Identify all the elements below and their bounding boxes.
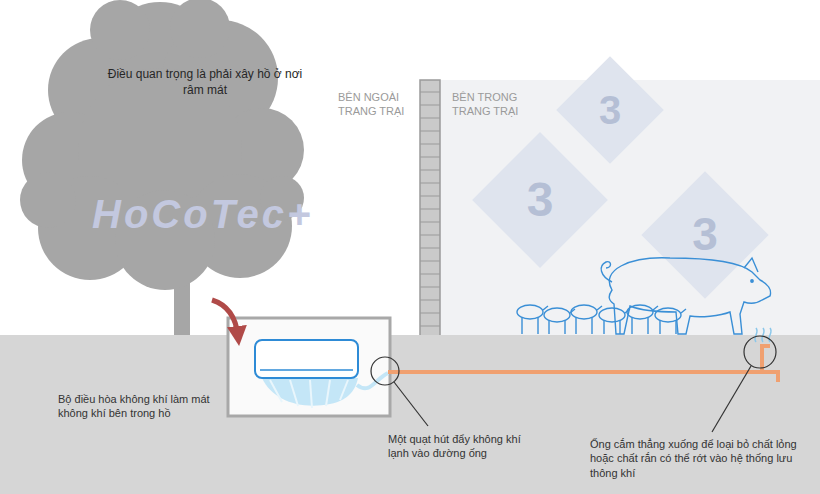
region-label: BÊN TRONG TRANG TRẠI — [452, 90, 526, 119]
ground — [0, 335, 820, 494]
farm-wall — [420, 80, 440, 336]
air-wisps — [755, 328, 771, 342]
note-text: Điều quan trọng là phải xây hồ ở nơi râm… — [104, 66, 306, 98]
shade-arrow — [212, 300, 238, 336]
watermark-number: 3 — [692, 205, 718, 265]
callout-text: Một quạt hút đẩy không khí lạnh vào đườn… — [388, 432, 528, 461]
note-box: Điều quan trọng là phải xây hồ ở nơi râm… — [100, 62, 310, 102]
cooling-pit — [228, 318, 390, 416]
tree — [20, 0, 304, 336]
region-label: BÊN NGOÀI TRANG TRẠI — [338, 90, 412, 119]
pigs — [517, 258, 771, 334]
watermark-number: 3 — [527, 169, 554, 231]
air-pipe — [388, 346, 778, 382]
air-conditioner — [255, 340, 358, 378]
watermark-logo: HoCoTec+ — [92, 188, 422, 240]
callout-text: Ống cắm thẳng xuống để loại bỏ chất lỏng… — [590, 437, 812, 480]
callout-text: Bộ điều hòa không khí làm mát không khí … — [58, 392, 226, 421]
watermark-number: 3 — [599, 84, 621, 136]
callout-circles — [371, 336, 776, 432]
